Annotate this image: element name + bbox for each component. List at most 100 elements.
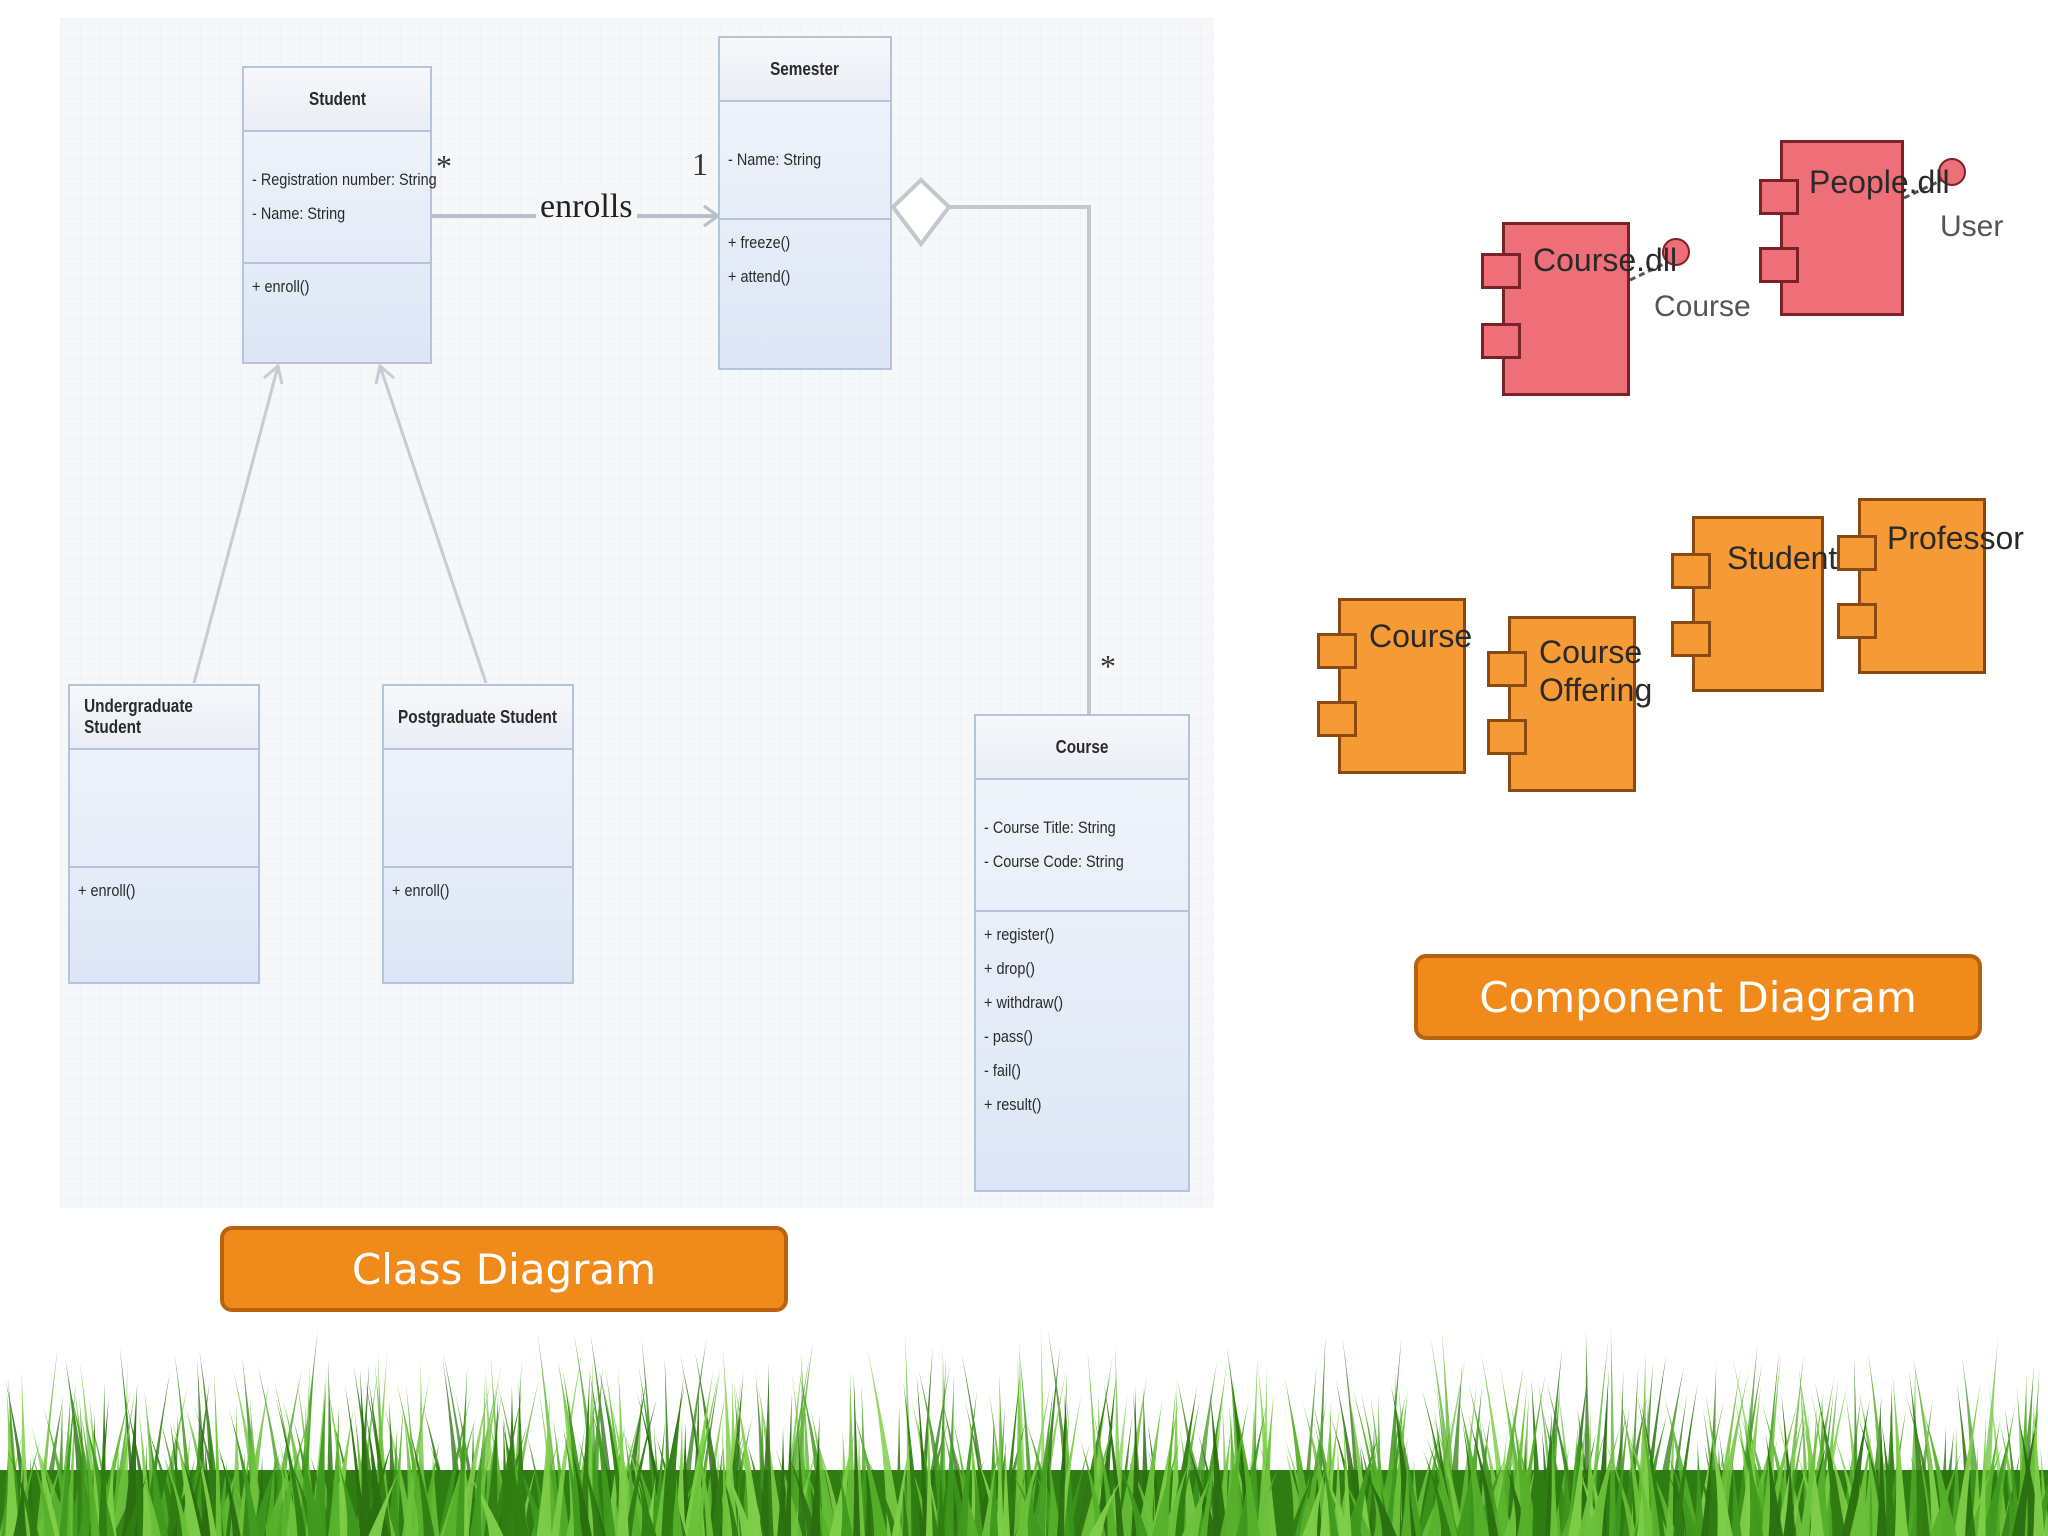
grass-blade	[720, 1459, 754, 1536]
grass-blade	[1181, 1472, 1213, 1536]
grass-blade	[1319, 1404, 1332, 1536]
generalization-postgrad-line	[378, 365, 488, 684]
grass-blade	[1612, 1405, 1630, 1536]
grass-blade	[777, 1427, 787, 1536]
component-course-dll-label: Course.dll	[1533, 242, 1678, 278]
grass-blade	[1693, 1441, 1705, 1536]
grass-blade	[1956, 1382, 1976, 1536]
grass-blade	[691, 1443, 710, 1536]
grass-blade	[800, 1351, 814, 1536]
grass-blade	[654, 1446, 669, 1536]
grass-blade	[1362, 1467, 1397, 1536]
grass-blade	[569, 1439, 592, 1536]
grass-blade	[275, 1396, 307, 1536]
grass-blade	[1335, 1379, 1365, 1536]
component-port-icon	[1481, 253, 1521, 289]
class-postgraduate-attributes	[384, 750, 572, 868]
class-operation: + enroll()	[78, 881, 136, 900]
interface-user-lollipop	[1938, 158, 1966, 186]
class-operation: + drop()	[984, 959, 1035, 978]
grass-blade	[1619, 1390, 1645, 1536]
grass-blade	[1401, 1450, 1412, 1536]
grass-blade	[1798, 1369, 1824, 1536]
grass-blade	[865, 1454, 872, 1536]
grass-blade	[1517, 1373, 1546, 1536]
grass-blade	[457, 1379, 492, 1536]
grass-blade	[1905, 1394, 1939, 1536]
component-people-dll-label: People.dll	[1809, 164, 1950, 200]
grass-blade	[624, 1431, 641, 1536]
class-operation: + enroll()	[392, 881, 450, 900]
grass-blade	[1799, 1391, 1824, 1536]
grass-blade	[1288, 1462, 1319, 1536]
grass-blade	[853, 1372, 861, 1536]
class-diagram-caption: Class Diagram	[220, 1226, 788, 1312]
grass-blade	[124, 1469, 150, 1536]
grass-blade	[483, 1395, 499, 1536]
grass-blade	[718, 1462, 739, 1536]
grass-blade	[396, 1381, 429, 1536]
grass-blade	[1977, 1415, 1987, 1536]
grass-blade	[1185, 1360, 1218, 1536]
grass-blade	[1117, 1461, 1148, 1536]
grass-blade	[891, 1435, 912, 1536]
class-postgraduate-student: Postgraduate Student + enroll()	[382, 684, 574, 984]
grass-blade	[1431, 1433, 1458, 1536]
grass-blade	[228, 1408, 260, 1536]
grass-blade	[1160, 1388, 1177, 1536]
class-attribute: - Course Title: String	[984, 818, 1116, 837]
grass-blade	[368, 1379, 392, 1536]
grass-blade	[1185, 1441, 1218, 1536]
grass-blade	[1257, 1365, 1277, 1536]
grass-blade	[1418, 1423, 1441, 1536]
grass-blade	[1981, 1427, 2012, 1536]
component-port-icon	[1759, 247, 1799, 283]
grass-blade	[860, 1382, 869, 1536]
component-port-icon	[1759, 179, 1799, 215]
grass-blade	[344, 1384, 366, 1536]
grass-blade	[368, 1470, 400, 1536]
grass-blade	[1492, 1364, 1524, 1536]
grass-blade	[917, 1347, 933, 1536]
grass-blade	[1636, 1395, 1651, 1536]
grass-blade	[501, 1423, 530, 1536]
grass-blade	[190, 1402, 203, 1536]
grass-blade	[1313, 1421, 1339, 1536]
grass-blade	[1312, 1399, 1340, 1536]
grass-blade	[65, 1357, 94, 1536]
grass-blade	[1892, 1373, 1909, 1536]
generalization-undergrad-arrow	[263, 363, 284, 385]
component-port-icon	[1837, 535, 1877, 571]
grass-blade	[1047, 1452, 1063, 1536]
grass-blade	[1640, 1400, 1665, 1536]
grass-blade	[1220, 1401, 1249, 1536]
grass-blade	[1089, 1473, 1125, 1536]
class-semester-name: Semester	[720, 38, 890, 102]
grass-blade	[943, 1374, 955, 1536]
grass-blade	[973, 1460, 984, 1536]
grass-blade	[1953, 1379, 1982, 1536]
grass-blade	[185, 1407, 217, 1536]
component-student: Student	[1671, 516, 1837, 692]
grass-blade	[455, 1366, 468, 1536]
grass-blade	[1533, 1424, 1555, 1536]
class-attribute: - Course Code: String	[984, 852, 1124, 871]
class-semester-attributes: - Name: String	[720, 102, 890, 220]
grass-blade	[1455, 1454, 1475, 1536]
student-multiplicity: *	[436, 148, 452, 184]
grass-blade	[583, 1364, 603, 1536]
grass-blade	[1456, 1381, 1478, 1536]
class-operation: - fail()	[984, 1061, 1021, 1080]
grass-blade	[121, 1381, 138, 1536]
grass-blade	[957, 1389, 978, 1536]
grass-blade	[59, 1383, 76, 1536]
class-operation: + register()	[984, 925, 1055, 944]
component-port-icon	[1317, 701, 1357, 737]
grass-blade	[1168, 1384, 1198, 1536]
component-port-icon	[1481, 323, 1521, 359]
grass-blade	[1468, 1415, 1499, 1536]
grass-blade	[811, 1425, 844, 1536]
class-student-name: Student	[244, 68, 430, 132]
grass-blade	[1255, 1393, 1274, 1536]
